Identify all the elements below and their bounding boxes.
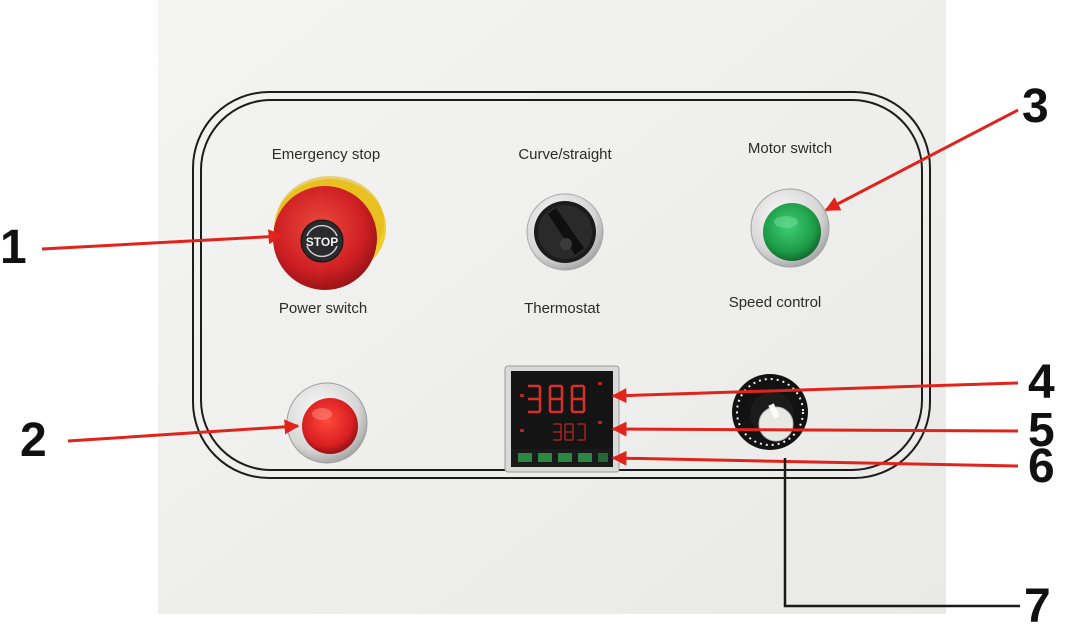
callout-1: 1 (0, 221, 27, 274)
label-curve-straight: Curve/straight (518, 146, 612, 163)
callout-6: 6 (1028, 440, 1055, 493)
callout-7: 7 (1024, 580, 1051, 626)
label-power-switch: Power switch (279, 300, 367, 317)
motor-switch-button[interactable] (750, 188, 830, 268)
callout-4: 4 (1028, 356, 1055, 409)
thermostat-keypad[interactable] (511, 449, 613, 467)
arrow-4 (611, 381, 1019, 404)
callout-3: 3 (1022, 80, 1049, 133)
power-switch-button[interactable] (286, 382, 368, 464)
label-emergency-stop: Emergency stop (272, 146, 380, 163)
curve-straight-selector-knob[interactable] (526, 193, 604, 271)
thermostat-main-digits (528, 384, 586, 414)
speed-control-dial[interactable] (732, 374, 808, 450)
callout-7-bracket (783, 458, 1020, 608)
panel-background (158, 0, 946, 614)
panel-outline-outer (192, 91, 931, 479)
arrow-1 (41, 229, 284, 251)
arrow-3 (824, 108, 1019, 212)
label-thermostat: Thermostat (524, 300, 601, 317)
thermostat-display (504, 365, 620, 473)
emergency-stop-button[interactable]: STOP (273, 176, 386, 290)
callout-5: 5 (1028, 404, 1055, 457)
stop-icon (300, 219, 344, 263)
callout-arrows (41, 108, 1019, 468)
thermostat-secondary-digits (553, 423, 586, 441)
callout-2: 2 (20, 414, 47, 467)
arrow-6 (611, 450, 1019, 468)
stop-button-text: STOP (306, 235, 338, 249)
arrow-5 (611, 421, 1019, 437)
label-speed-control: Speed control (729, 294, 822, 311)
label-motor-switch: Motor switch (748, 140, 832, 157)
arrow-2 (67, 419, 300, 443)
